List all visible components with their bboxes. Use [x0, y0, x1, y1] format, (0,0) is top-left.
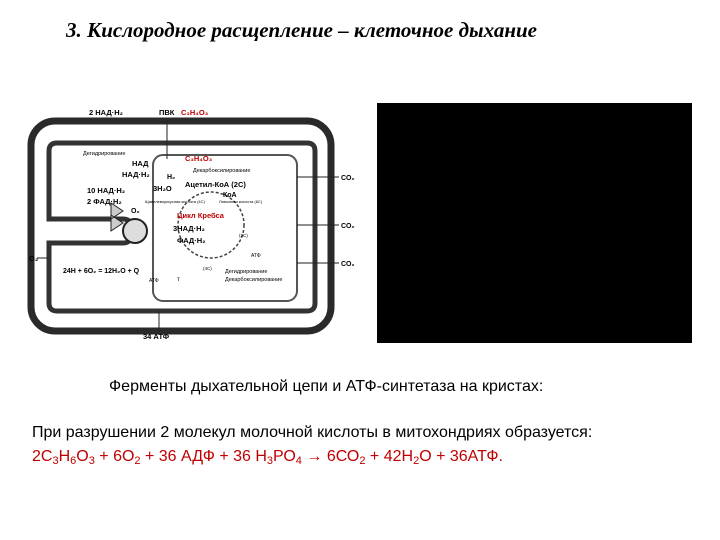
- label-reaction: 24Н + 6О₂ = 12Н₂О + Q: [63, 268, 140, 275]
- label-oxaloacetic: Щавелевоуксусная кислота (4С): [145, 199, 206, 204]
- eq-part: О: [76, 448, 89, 465]
- label-nad: НАД: [132, 159, 149, 168]
- label-o2-left: О₂: [29, 254, 38, 263]
- eq-sub: 3: [88, 455, 95, 467]
- eq-part: + 42Н: [365, 448, 414, 465]
- label-co2-2: CO₂: [341, 223, 355, 230]
- caption-enzymes: Ферменты дыхательной цепи и АТФ-синтетаз…: [109, 378, 544, 395]
- label-dehydro: Дегидрирование: [83, 151, 125, 157]
- label-2c: (2С): [239, 233, 248, 238]
- label-co2-1: CO₂: [341, 175, 355, 182]
- mitochondrion-diagram: 2 НАД·Н₂ ПВК С₃Н₄О₃ Дегидрирование НАД Н…: [27, 103, 361, 343]
- label-decarb2: Декарбоксилирование: [225, 277, 282, 283]
- label-acetyl-coa: Ацетил-КоА (2С): [185, 180, 246, 189]
- label-c3h4o3: С₃Н₄О₃: [185, 154, 213, 163]
- label-top-pvk-formula: С₃Н₄О₃: [181, 108, 209, 117]
- krebs-cycle-circle: [177, 191, 245, 259]
- label-atf-inner: АТФ: [251, 253, 261, 259]
- label-h2: Н₂: [167, 174, 175, 181]
- eq-part: + 6О: [94, 448, 135, 465]
- label-fad: ФАД·Н₂: [177, 236, 206, 245]
- eq-arrow-icon: →: [301, 448, 327, 465]
- arrows: [37, 121, 339, 331]
- equation-line: 2С3Н6О3 + 6О2 + 36 АДФ + 36 Н3РО4 → 6СО2…: [32, 448, 503, 467]
- label-decarb: Декарбоксилирование: [193, 168, 250, 174]
- label-4c: (4С): [203, 266, 212, 271]
- label-top-nad: 2 НАД·Н₂: [89, 108, 123, 117]
- label-krebs: Цикл Кребса: [177, 211, 225, 220]
- label-dehydro2: Дегидрирование: [225, 269, 267, 275]
- eq-sub: 2: [413, 455, 420, 467]
- matrix-boundary: [152, 154, 298, 302]
- eq-sub: 3: [266, 455, 274, 467]
- label-atf-small: АТФ: [149, 278, 159, 284]
- eq-part: 6СО: [326, 448, 360, 465]
- atp-synthase: [122, 218, 148, 244]
- label-2fad: 2 ФАД·Н₂: [87, 197, 122, 206]
- black-image-panel: [377, 103, 692, 343]
- eq-part: + 36 АДФ + 36 Н: [140, 448, 267, 465]
- label-top-pvk: ПВК: [159, 108, 175, 117]
- eq-sub: 3: [52, 455, 59, 467]
- label-coa: КоА: [223, 192, 237, 199]
- label-co2-3: CO₂: [341, 261, 355, 268]
- label-3h2o: 3Н₂О: [153, 184, 172, 193]
- eq-part: Н: [58, 448, 71, 465]
- slide-title: 3. Кислородное расщепление – клеточное д…: [66, 18, 537, 42]
- diagram-background: [27, 103, 361, 343]
- label-3nad: 3НАД·Н₂: [173, 224, 205, 233]
- eq-sub: 4: [295, 455, 302, 467]
- eq-sub: 2: [359, 455, 366, 467]
- label-o2-inner: О₂: [131, 208, 140, 215]
- outer-membrane: [27, 117, 335, 335]
- inner-membrane: [46, 140, 318, 314]
- eq-part: О + 36АТФ.: [419, 448, 503, 465]
- label-nad-h2: НАД·Н₂: [122, 170, 150, 179]
- eq-sub: 2: [134, 455, 141, 467]
- eq-sub: 6: [70, 455, 77, 467]
- label-t: т: [177, 277, 180, 283]
- eq-part: РО: [273, 448, 296, 465]
- label-citric: Лимонная кислота (6С): [219, 199, 263, 204]
- paragraph-destruction: При разрушении 2 молекул молочной кислот…: [32, 424, 593, 441]
- eq-part: 2С: [32, 448, 53, 465]
- label-34atf: 34 АТФ: [143, 332, 170, 341]
- label-10nad: 10 НАД·Н₂: [87, 186, 125, 195]
- electron-transport-complex: [110, 202, 124, 232]
